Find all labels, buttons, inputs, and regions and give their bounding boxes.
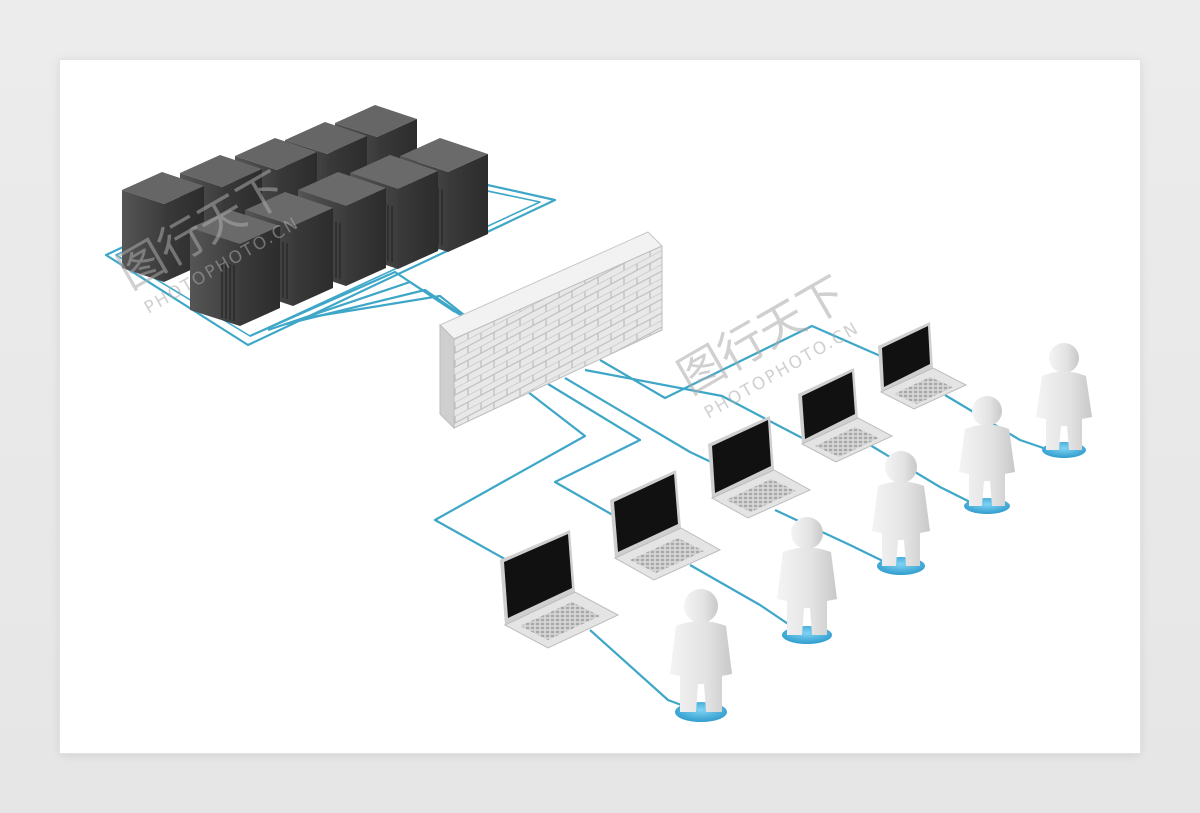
cable-firewall-to-laptop-5 [599,324,886,400]
laptop-icon [708,416,812,519]
person-icon [872,451,930,575]
laptop-icon [610,470,722,581]
person-icon [959,396,1015,514]
person-icon [1036,343,1092,458]
firewall-brick-wall-icon [439,231,663,430]
cable-firewall-to-laptop-1 [433,391,587,573]
person-icon [777,517,837,644]
server-tower-icon [190,210,280,326]
person-icon [670,589,732,722]
laptop-icon [798,368,894,463]
server-cluster [122,105,488,326]
laptops [500,322,968,649]
laptop-icon [500,530,620,649]
laptop-icon [878,322,968,410]
cable-laptop-to-person-2 [689,564,801,633]
cable-firewall-to-laptop-2 [547,383,642,523]
server-tower-icon [122,172,204,282]
users [670,343,1092,722]
